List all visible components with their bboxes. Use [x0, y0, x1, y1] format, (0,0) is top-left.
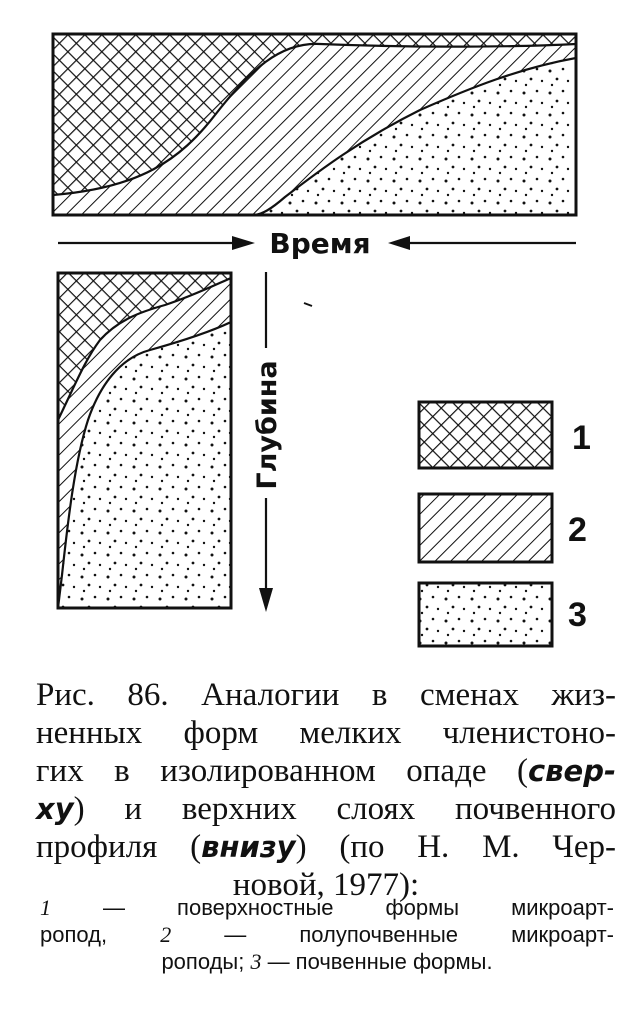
- time-label: Время: [269, 227, 370, 260]
- caption-text: профиля (: [36, 829, 202, 865]
- legend-desc-text: ропод,: [40, 922, 161, 947]
- caption-line-6: новой, 1977):: [36, 866, 616, 904]
- caption-text: гих в изолированном опаде (: [36, 753, 528, 789]
- caption-line-4: ху) и верхних слоях почвенного: [36, 790, 616, 828]
- caption-text: ) (по Н. М. Чер-: [295, 829, 616, 865]
- caption-line-3: гих в изолированном опаде (свер-: [36, 752, 616, 790]
- legend-swatch-1: [417, 400, 554, 470]
- time-arrow-right-head: [232, 236, 255, 250]
- legend-description: 1 — поверхностные формы микроарт- ропод,…: [40, 894, 614, 975]
- caption-line-1: Рис. 86. Аналогии в сменах жиз-: [36, 676, 616, 714]
- bottom-panel: [58, 273, 231, 608]
- figure-caption: Рис. 86. Аналогии в сменах жиз- ненных ф…: [36, 676, 616, 904]
- legend-swatch-2: [417, 492, 554, 564]
- legend-desc-number: 1: [40, 895, 51, 920]
- caption-text: новой, 1977):: [232, 867, 420, 903]
- bottom-panel-border: [56, 271, 233, 610]
- legend-desc-text: — почвенные формы.: [261, 949, 493, 974]
- stray-mark: [303, 302, 313, 307]
- time-axis: Время: [58, 227, 576, 260]
- legend-number-3: 3: [568, 596, 587, 634]
- legend-number-1: 1: [572, 419, 591, 457]
- caption-text: ) и верхних слоях почвенного: [73, 791, 616, 827]
- legend-desc-line-3: роподы; 3 — почвенные формы.: [40, 948, 614, 975]
- caption-line-5: профиля (внизу) (по Н. М. Чер-: [36, 828, 616, 866]
- legend-desc-line-2: ропод, 2 — полупочвенные микроарт-: [40, 921, 614, 948]
- top-boundary-upper: [53, 42, 576, 197]
- caption-emphasis: внизу: [201, 830, 296, 864]
- bottom-boundary-lower: [58, 321, 231, 608]
- legend-number-2: 2: [568, 511, 587, 549]
- caption-text: Рис. 86. Аналогии в сменах жиз-: [36, 677, 616, 713]
- top-boundary-lower: [254, 56, 576, 215]
- top-crosshatch-region: [53, 34, 576, 195]
- legend-swatch-3: [417, 581, 554, 648]
- top-panel-border: [51, 32, 578, 217]
- top-panel: [53, 34, 576, 215]
- caption-line-2: ненных форм мелких членистоно-: [36, 714, 616, 752]
- legend-desc-text: — поверхностные формы микроарт-: [51, 895, 614, 920]
- legend-desc-text: роподы;: [161, 949, 251, 974]
- depth-arrow-head: [259, 588, 273, 612]
- depth-axis: Глубина: [252, 272, 283, 612]
- legend: 1 2 3: [417, 400, 591, 648]
- legend-desc-text: — полупочвенные микроарт-: [171, 922, 615, 947]
- caption-emphasis: свер-: [527, 754, 616, 788]
- time-arrow-left-head: [388, 236, 410, 250]
- bottom-hatch-region: [58, 273, 231, 608]
- caption-text: ненных форм мелких членистоно-: [36, 715, 616, 751]
- caption-emphasis: ху: [36, 792, 74, 826]
- figure-diagram: Время Глубина 1 2 3: [51, 32, 591, 648]
- bottom-boundary-upper: [58, 276, 231, 421]
- depth-label: Глубина: [252, 360, 283, 489]
- legend-desc-number: 3: [250, 949, 262, 974]
- legend-desc-number: 2: [160, 922, 172, 947]
- legend-desc-line-1: 1 — поверхностные формы микроарт-: [40, 894, 614, 921]
- bottom-crosshatch-region: [58, 273, 231, 420]
